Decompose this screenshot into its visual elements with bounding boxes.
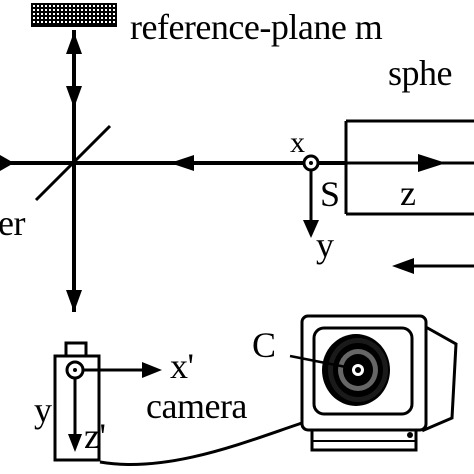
beam-arrow-left-mid <box>170 155 194 171</box>
camera-label: camera <box>146 386 247 426</box>
x-axis-label: x <box>290 126 305 159</box>
sphere-label: sphe <box>388 53 453 93</box>
x-prime-label: x' <box>170 346 194 386</box>
beam-arrow-left-edge <box>0 155 14 171</box>
z-axis-label: z <box>400 173 416 213</box>
z-prime-label: z' <box>84 416 106 456</box>
camera-cable <box>99 420 306 466</box>
beam-arrow-down-upper <box>66 86 82 108</box>
beam-arrow-down-lower <box>66 290 82 312</box>
reference-mirror <box>31 3 117 27</box>
reference-plane-label: reference-plane m <box>130 7 383 47</box>
origin-s-label: S <box>320 174 340 214</box>
beam-arrow-up <box>66 32 82 54</box>
y-axis-label: y <box>316 225 334 265</box>
y-prime-label: y <box>34 390 52 430</box>
z-axis-arrow <box>418 154 446 172</box>
beam-splitter <box>34 124 112 202</box>
ring-pattern <box>322 334 390 406</box>
c-label: C <box>252 325 276 365</box>
monitor-button <box>407 432 413 438</box>
splitter-label: er <box>0 203 25 243</box>
c-pointer-line <box>289 354 347 369</box>
monitor-side <box>422 323 458 433</box>
small-camera-top <box>64 341 88 358</box>
